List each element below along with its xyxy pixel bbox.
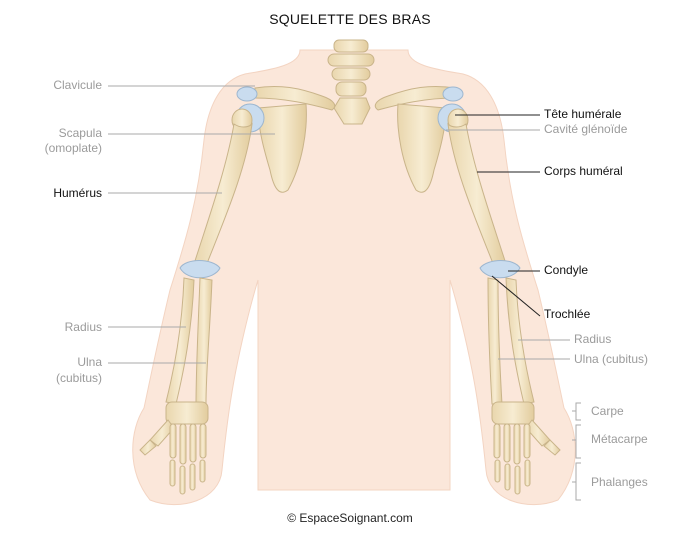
label-condyle: Condyle <box>544 263 589 277</box>
cervical-vertebrae <box>327 39 375 125</box>
label-humerus: Humérus <box>53 186 102 200</box>
leader-lines-right <box>446 114 570 360</box>
forearm-bones <box>165 277 535 405</box>
label-radius-left: Radius <box>64 320 102 334</box>
label-clavicule: Clavicule <box>53 78 102 92</box>
copyright-notice: © EspaceSoignant.com <box>287 511 413 525</box>
leader-lines-left <box>108 85 275 364</box>
elbow-joints <box>179 260 521 279</box>
hand-region-brackets <box>572 402 581 501</box>
label-carpe: Carpe <box>591 404 624 418</box>
label-radius-right: Radius <box>574 332 612 346</box>
hand-bones-right <box>491 401 561 495</box>
label-scapula-alt: (omoplate) <box>44 141 102 155</box>
label-tete-humerale: Tête humérale <box>544 107 622 121</box>
label-metacarpe: Métacarpe <box>591 432 648 446</box>
label-corps-humeral: Corps huméral <box>544 164 623 178</box>
hand-bones-left <box>139 401 209 495</box>
label-ulna-left-alt: (cubitus) <box>55 371 102 385</box>
humerus-bones <box>193 122 507 267</box>
label-phalanges: Phalanges <box>591 475 648 489</box>
label-trochlee: Trochlée <box>544 307 591 321</box>
scapulae <box>257 103 447 193</box>
label-scapula: Scapula <box>58 126 102 140</box>
diagram-title: SQUELETTE DES BRAS <box>269 11 431 27</box>
clavicles <box>254 85 456 111</box>
label-ulna-right: Ulna (cubitus) <box>574 352 649 366</box>
label-cavite-glenoide: Cavité glénoïde <box>544 122 628 136</box>
label-ulna-left: Ulna <box>77 355 102 369</box>
